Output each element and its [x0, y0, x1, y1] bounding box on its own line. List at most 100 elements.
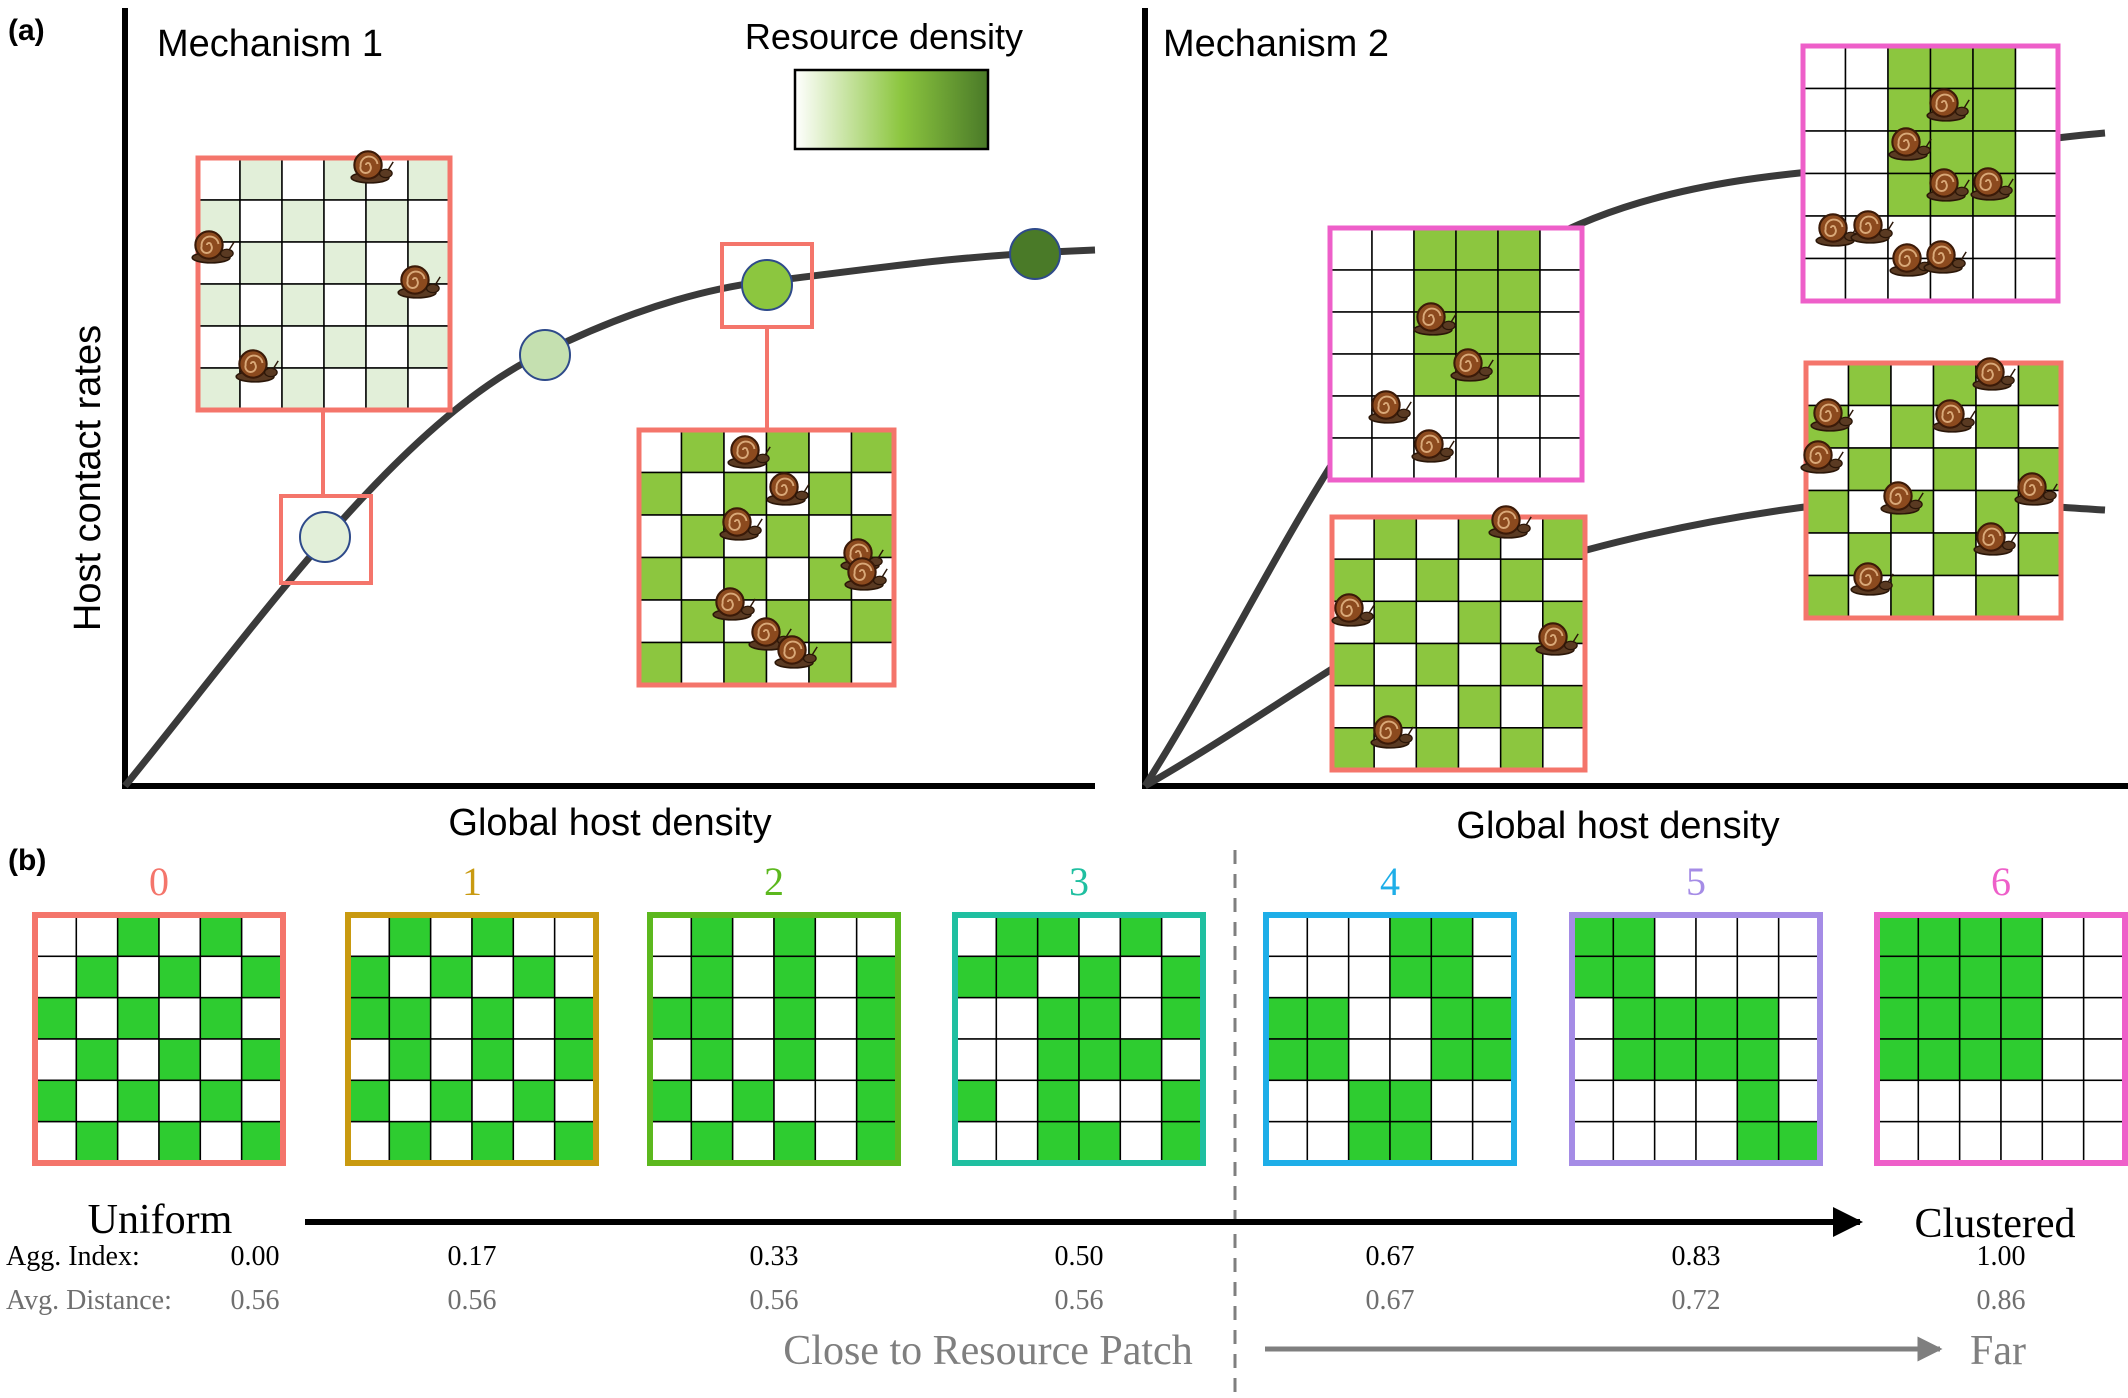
pattern-1-cell	[553, 1038, 597, 1082]
pattern-0-cell	[75, 1038, 119, 1082]
pattern-5-cell	[1653, 914, 1697, 958]
pattern-1-cell	[347, 1038, 391, 1082]
pattern-4-cell	[1306, 955, 1350, 999]
m1-grid-mid-cell	[638, 429, 683, 474]
pattern-4-cell	[1306, 914, 1350, 958]
pattern-0-cell	[116, 1120, 160, 1164]
pattern-3-cell	[1119, 914, 1163, 958]
m2-grid-uniform-low-cell	[1499, 558, 1544, 603]
pattern-1-cell	[388, 1079, 432, 1123]
pattern-2-cell	[690, 1038, 734, 1082]
pattern-5-cell	[1653, 1038, 1697, 1082]
pattern-6-cell	[1958, 955, 2002, 999]
m1-grid-pale-cell	[197, 283, 241, 327]
pattern-0-cell	[75, 955, 119, 999]
pattern-4-cell	[1430, 1079, 1474, 1123]
pattern-2-cell	[814, 1120, 858, 1164]
pattern-3-cell	[1036, 955, 1080, 999]
pattern-0-cell	[199, 1079, 243, 1123]
m2-grid-uniform-high-cell	[2017, 574, 2062, 619]
m1-grid-mid-cell	[680, 429, 725, 474]
pattern-2-cell	[814, 914, 858, 958]
pattern-6-cell	[2041, 955, 2085, 999]
agg-index-value: 0.00	[231, 1241, 280, 1272]
pattern-1-cell	[429, 955, 473, 999]
pattern-4-cell	[1306, 1079, 1350, 1123]
pattern-index-label: 3	[1069, 859, 1089, 904]
pattern-2-cell	[773, 1079, 817, 1123]
pattern-2-cell	[855, 914, 899, 958]
m1-grid-mid-cell	[680, 641, 725, 686]
pattern-2-cell	[690, 1079, 734, 1123]
pattern-3-cell	[1036, 914, 1080, 958]
m2-grid-clustered-low-cell	[1413, 227, 1457, 271]
pattern-2-cell	[731, 914, 775, 958]
m2-grid-uniform-high-cell	[1847, 404, 1892, 449]
m2-grid-uniform-low-cell	[1457, 642, 1502, 687]
far-label: Far	[1970, 1328, 2026, 1374]
m2-grid-uniform-high-cell	[1975, 574, 2020, 619]
m2-grid-clustered-high-cell	[1802, 130, 1847, 175]
m2-grid-uniform-high-cell	[1847, 447, 1892, 492]
m2-grid-uniform-low-frame	[1329, 514, 1588, 773]
pattern-2-cell	[690, 1120, 734, 1164]
pattern-1-cell	[388, 1120, 432, 1164]
pattern-3-cell	[954, 1120, 998, 1164]
m2-grid-clustered-low-cell	[1329, 227, 1373, 271]
pattern-1-cell	[429, 914, 473, 958]
pattern-1-cell	[512, 955, 556, 999]
mechanism2-plot: Mechanism 2 Global host density	[1142, 8, 2128, 847]
m2-grid-clustered-high-cell	[1887, 172, 1932, 217]
pattern-0-cell	[75, 1120, 119, 1164]
pattern-5-cell	[1736, 955, 1780, 999]
pattern-3-cell	[1119, 955, 1163, 999]
pattern-4: 4	[1263, 859, 1517, 1166]
pattern-3-cell	[1119, 996, 1163, 1040]
pattern-4-cell	[1265, 1038, 1309, 1082]
mechanism1-plot: Mechanism 1 Global host density Resource…	[122, 8, 1096, 844]
m1-circle-frame-3	[720, 242, 814, 329]
m2-grid-clustered-low-cell	[1371, 227, 1415, 271]
m2-grid-uniform-low-cell	[1415, 727, 1460, 771]
m1-grid-pale-cell	[197, 325, 241, 369]
pattern-4-cell	[1471, 1079, 1515, 1123]
m2-grid-uniform-low-cell	[1331, 642, 1375, 687]
agg-index-label: Agg. Index:	[6, 1241, 140, 1272]
pattern-5-cell	[1571, 914, 1615, 958]
m1-grid-mid-cell	[765, 514, 810, 559]
panel-a-label: (a)	[8, 14, 45, 47]
m2-grid-uniform-high-cell	[1932, 447, 1977, 492]
m2-grid-clustered-high-cell	[1972, 45, 2017, 90]
m2-grid-uniform-high-cell	[1805, 532, 1850, 577]
pattern-0-cell	[116, 914, 160, 958]
pattern-6-cell	[2041, 996, 2085, 1040]
pattern-5-cell	[1695, 955, 1739, 999]
pattern-6: 6	[1874, 859, 2128, 1166]
m2-grid-uniform-high-cell	[1847, 362, 1892, 407]
pattern-0-cell	[34, 996, 78, 1040]
m1-grid-mid-cell	[638, 556, 683, 601]
pattern-1-cell	[388, 996, 432, 1040]
pattern-index-label: 1	[462, 859, 482, 904]
pattern-index-label: 5	[1686, 859, 1706, 904]
pattern-3-cell	[1078, 914, 1122, 958]
pattern-0-cell	[240, 1038, 284, 1082]
m1-grid-mid-cell	[638, 514, 683, 559]
m2-grid-uniform-high-cell	[1932, 574, 1977, 619]
pattern-1-cell	[471, 955, 515, 999]
pattern-1-cell	[471, 1038, 515, 1082]
m2-grid-clustered-low-cell	[1497, 311, 1541, 355]
pattern-5-cell	[1612, 955, 1656, 999]
m1-grid-pale-frame	[195, 155, 453, 413]
pattern-2-cell	[773, 955, 817, 999]
pattern-5-cell	[1736, 996, 1780, 1040]
pattern-4-cell	[1389, 955, 1433, 999]
pattern-1-cell	[471, 996, 515, 1040]
agg-index-value: 1.00	[1977, 1241, 2026, 1272]
pattern-5-cell	[1695, 914, 1739, 958]
pattern-5-cell	[1777, 1120, 1821, 1164]
pattern-2-cell	[649, 914, 693, 958]
pattern-2-cell	[855, 1079, 899, 1123]
m2-grid-uniform-low-cell	[1373, 600, 1418, 645]
m2-grid-clustered-low-cell	[1371, 311, 1415, 355]
